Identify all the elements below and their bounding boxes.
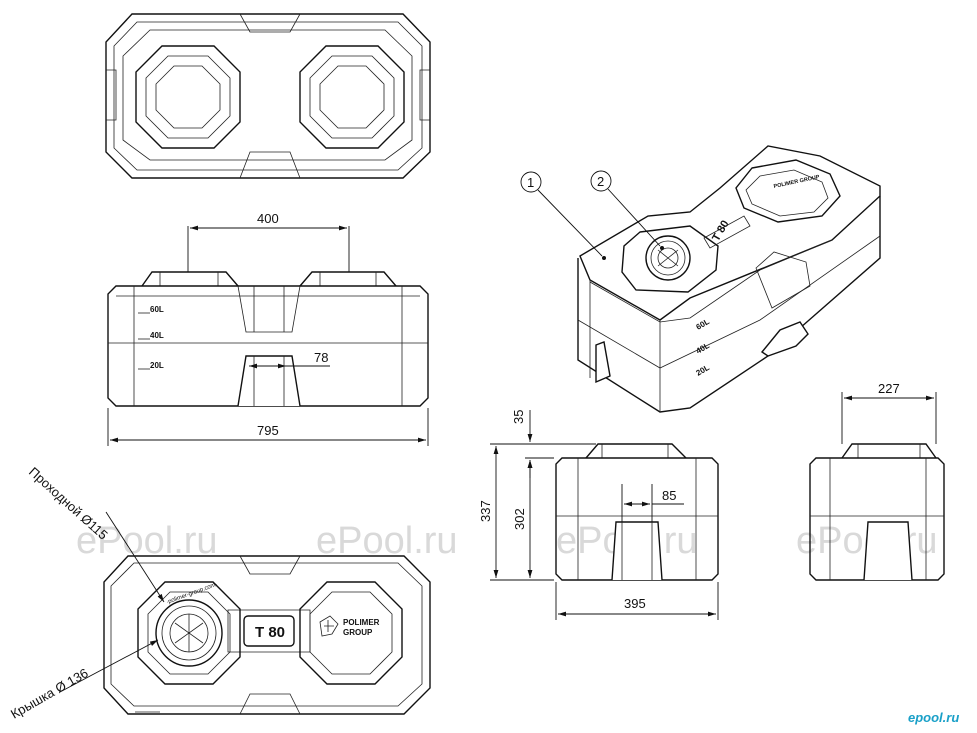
callout-1-circle [520,171,542,193]
part-callouts: 1 2 [520,170,664,260]
brand-line1: POLIMER [343,618,380,627]
front-view: 60L 40L 20L [107,271,429,407]
level-mark-60: 60L [150,305,164,314]
dim-side-35: 35 [511,410,526,424]
front-dimensions: 400 78 795 [107,211,429,446]
lid-label: Крышка Ø 136 [8,665,91,721]
isometric-view: T 80 POLIMER GROUP 60L 40L 20L [577,145,881,413]
callout-2-circle [590,170,612,192]
top-view [105,13,431,179]
end-view [809,443,945,581]
watermark-text: ePool.ru [76,520,218,562]
dim-front-400: 400 [257,211,279,226]
iso-level-40: 40L [695,341,712,356]
dim-side-395: 395 [624,596,646,611]
brand-line2: GROUP [343,628,373,637]
dim-front-78: 78 [314,350,328,365]
callout-labels: Проходной Ø115 Крышка Ø 136 [8,464,165,722]
end-dimensions: 227 [841,381,937,444]
dim-end-227: 227 [878,381,900,396]
brand-logo: POLIMER GROUP [319,615,380,637]
dim-side-337: 337 [478,500,493,522]
level-mark-40: 40L [150,331,164,340]
iso-model-label: T 80 [710,218,731,243]
dim-front-795: 795 [257,423,279,438]
side-dimensions: 35 337 302 85 395 [478,410,719,620]
level-mark-20: 20L [150,361,164,370]
callout-2: 2 [597,174,604,189]
callout-1: 1 [527,175,534,190]
corner-logo: epool.ru [908,710,959,725]
iso-level-60: 60L [695,317,712,332]
side-view [555,443,719,581]
watermark-text: ePool.ru [316,520,458,562]
dim-side-302: 302 [512,508,527,530]
model-label: T 80 [255,624,285,641]
iso-level-20: 20L [695,363,712,378]
iso-brand-label: POLIMER GROUP [773,174,820,190]
manhole-label: Проходной Ø115 [26,464,111,543]
plan-view: ·polimer-group.com· T 80 POLIMER GROUP [103,555,431,715]
dim-side-85: 85 [662,488,676,503]
